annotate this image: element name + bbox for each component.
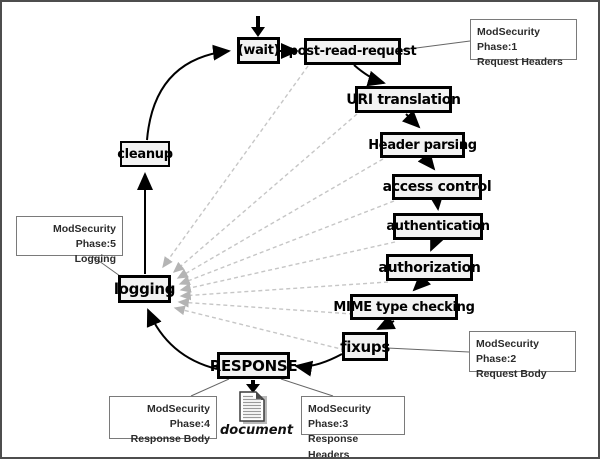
phase1-subtitle: Request Headers: [477, 56, 563, 69]
dashed-access-control-to-logging: [178, 200, 395, 286]
node-logging-label: logging: [113, 280, 176, 298]
node-response: RESPONSE: [210, 352, 298, 379]
dashed-uri-translation-to-logging: [172, 113, 358, 273]
annotation-phase3: ModSecurity Phase:3 Response Headers: [301, 396, 405, 457]
node-uri-translation-label: URI translation: [346, 91, 461, 108]
node-authentication-label: authentication: [386, 219, 490, 234]
node-authorization: authorization: [378, 254, 481, 281]
annotation-phase5: ModSecurity Phase:5 Logging: [16, 216, 123, 265]
annotation-phase4: ModSecurity Phase:4 Response Body: [109, 396, 217, 445]
phase3-subtitle: Response Headers: [308, 433, 359, 459]
node-mime-type-checking: MIME type checking: [333, 294, 475, 320]
link-fixups-to-phase2: [386, 347, 470, 353]
node-access-control-label: access control: [382, 179, 492, 195]
phase3-title: ModSecurity Phase:3: [308, 403, 372, 431]
phase2-subtitle: Request Body: [476, 368, 547, 381]
node-fixups: fixups: [340, 332, 390, 361]
phase5-subtitle: Logging: [74, 253, 116, 266]
phase1-title: ModSecurity Phase:1: [477, 26, 541, 54]
dashed-authentication-to-logging: [179, 241, 396, 293]
edge-fixups-to-response: [294, 353, 343, 377]
phase4-title: ModSecurity Phase:4: [146, 403, 210, 431]
phase4-subtitle: Response Body: [130, 433, 210, 446]
dashed-post-read-to-logging: [162, 65, 309, 269]
node-logging: logging: [114, 275, 176, 303]
node-post-read-request-label: post-read-request: [288, 44, 417, 59]
edge-access-to-authentication: [428, 192, 444, 211]
node-access-control: access control: [383, 174, 492, 200]
dashed-mime-checking-to-logging: [177, 297, 354, 315]
edge-response-to-logging: [146, 308, 218, 370]
node-authentication: authentication: [386, 213, 490, 240]
link-response-to-phase4: [190, 378, 230, 397]
node-post-read-request: post-read-request: [289, 38, 417, 65]
annotation-phase2: ModSecurity Phase:2 Request Body: [469, 331, 576, 380]
edge-authentication-to-authorization: [430, 232, 445, 252]
node-authorization-label: authorization: [378, 259, 481, 276]
link-response-to-phase3: [280, 378, 334, 397]
node-cleanup: cleanup: [117, 141, 173, 167]
node-wait: (wait): [237, 37, 280, 64]
node-header-parsing: Header parsing: [368, 132, 477, 158]
node-response-label: RESPONSE: [209, 356, 298, 375]
edge-uri-to-header-parsing: [402, 110, 421, 129]
node-wait-label: (wait): [237, 43, 280, 58]
link-post-read-to-phase1: [400, 40, 471, 51]
edge-post-read-to-uri: [353, 64, 386, 87]
edge-authorization-to-mime: [412, 273, 431, 292]
node-uri-translation: URI translation: [346, 86, 461, 113]
node-cleanup-label: cleanup: [117, 146, 173, 162]
link-phase5-to-logging: [91, 255, 121, 277]
phase5-title: ModSecurity Phase:5: [52, 223, 116, 251]
entry-arrow: [251, 16, 265, 37]
node-header-parsing-label: Header parsing: [368, 137, 477, 153]
edge-cleanup-to-wait: [146, 44, 231, 141]
phase2-title: ModSecurity Phase:2: [476, 338, 540, 366]
dashed-fixups-to-logging: [173, 305, 346, 351]
response-to-document-arrow: [246, 380, 260, 393]
document-icon: [239, 391, 267, 424]
node-fixups-label: fixups: [340, 337, 390, 356]
annotation-phase1: ModSecurity Phase:1 Request Headers: [470, 19, 577, 68]
dashed-header-parsing-to-logging: [176, 158, 384, 279]
edge-mime-to-fixups: [376, 314, 396, 330]
node-mime-type-checking-label: MIME type checking: [333, 299, 475, 315]
document-label: document: [220, 423, 294, 438]
edge-header-parsing-to-access: [417, 151, 436, 171]
